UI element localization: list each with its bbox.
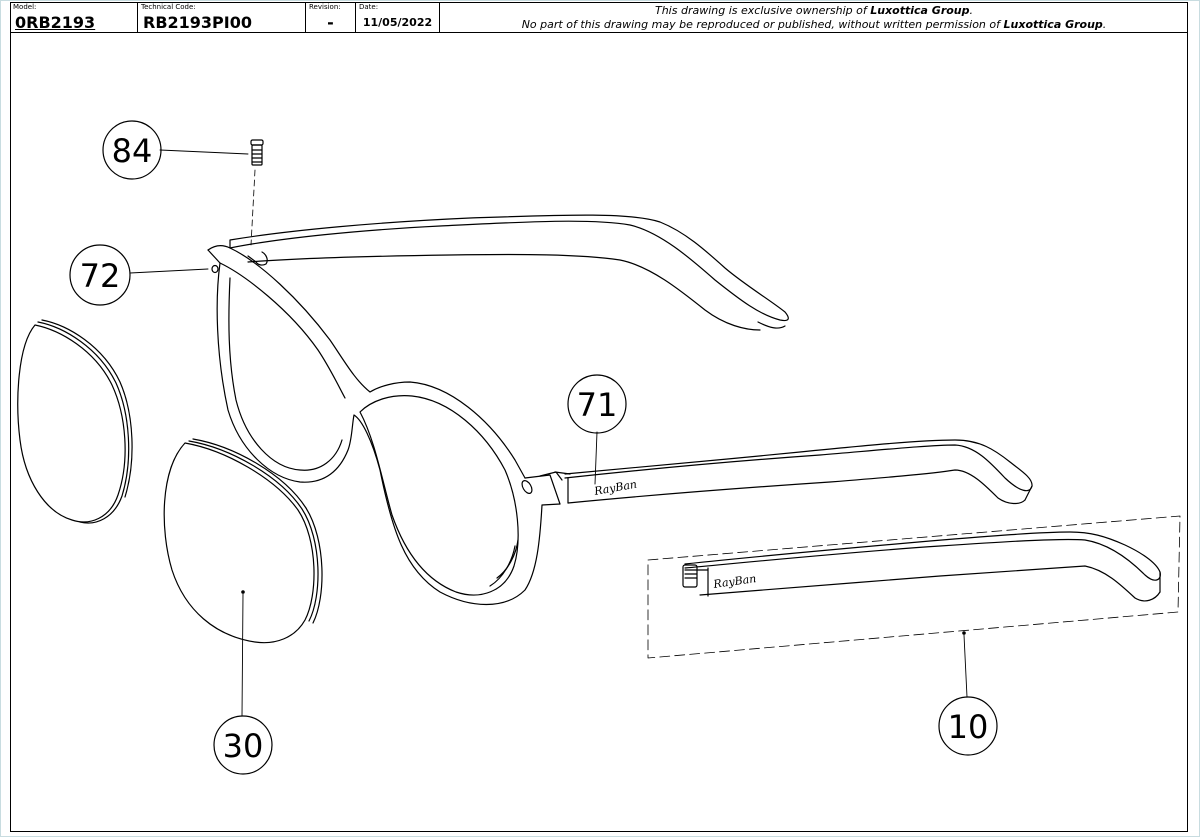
temple-logo-text: RayBan [592, 478, 638, 498]
model-cell: Model: 0RB2193 [10, 2, 138, 33]
technical-code-cell: Technical Code: RB2193PI00 [138, 2, 306, 33]
lens-30 [163, 438, 323, 644]
date-value: 11/05/2022 [362, 16, 433, 29]
date-cell: Date: 11/05/2022 [356, 2, 440, 33]
technical-code-value: RB2193PI00 [143, 13, 252, 32]
revision-value: - [327, 13, 334, 32]
ownership-notice-line-2: No part of this drawing may be reproduce… [440, 18, 1188, 31]
lens-left-separate [17, 319, 133, 524]
notice-1-end: . [969, 4, 974, 17]
leader-71 [594, 431, 598, 485]
temple-logo: RayBan [592, 478, 638, 498]
notice-2-end: . [1102, 18, 1107, 31]
leader-84 [159, 149, 249, 155]
callout-10-label: 10 [948, 708, 989, 746]
callout-10: 10 [938, 696, 998, 756]
callout-30: 30 [213, 715, 273, 775]
date-label: Date: [359, 3, 379, 11]
callout-84: 84 [102, 120, 162, 180]
leader-72 [129, 268, 209, 274]
hinge-72 [211, 264, 219, 274]
spare-temple-logo-text: RayBan [712, 572, 757, 591]
revision-cell: Revision: - [306, 2, 356, 33]
ownership-notice-line-1: This drawing is exclusive ownership of L… [440, 4, 1188, 17]
notice-1-owner: Luxottica Group [870, 4, 970, 17]
notice-2-text: No part of this drawing may be reproduce… [521, 18, 1004, 31]
notice-1-text: This drawing is exclusive ownership of [654, 4, 871, 17]
notice-2-owner: Luxottica Group [1003, 18, 1103, 31]
model-label: Model: [13, 3, 37, 11]
callout-71: 71 [567, 374, 627, 434]
revision-label: Revision: [309, 3, 341, 11]
temple-upper [229, 214, 789, 331]
callout-72: 72 [69, 244, 131, 306]
drawing-frame [10, 2, 1188, 832]
technical-code-label: Technical Code: [141, 3, 196, 11]
leader-lines [129, 149, 968, 717]
temple-lower [564, 439, 1033, 505]
leader-10 [963, 634, 968, 698]
screw-84 [250, 139, 264, 246]
ownership-notice-cell: This drawing is exclusive ownership of L… [440, 2, 1188, 33]
callout-71-label: 71 [577, 386, 618, 424]
model-value: 0RB2193 [15, 13, 96, 32]
callout-84-label: 84 [112, 132, 153, 170]
frame-front [207, 244, 571, 606]
callout-72-label: 72 [80, 257, 121, 295]
callout-30-label: 30 [223, 727, 264, 765]
leader-30 [241, 593, 244, 717]
spare-temple-10: RayBan [647, 515, 1181, 659]
